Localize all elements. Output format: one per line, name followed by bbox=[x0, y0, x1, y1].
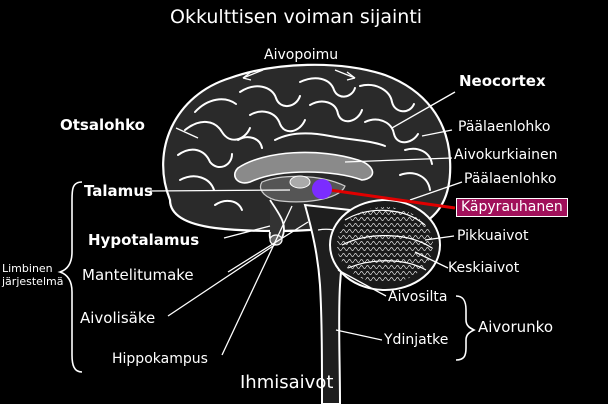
label-limbinen-2: järjestelmä bbox=[2, 275, 64, 288]
footer-caption: Ihmisaivot bbox=[240, 372, 334, 393]
label-kapyrauhanen: Käpyrauhanen bbox=[456, 198, 568, 217]
label-aivorunko: Aivorunko bbox=[478, 318, 553, 336]
brain-outline bbox=[162, 63, 452, 236]
pineal-pointer-line bbox=[329, 188, 456, 210]
label-hypotalamus: Hypotalamus bbox=[88, 231, 200, 249]
label-talamus: Talamus bbox=[84, 182, 153, 200]
label-aivokurkiainen: Aivokurkiainen bbox=[454, 147, 558, 163]
label-aivopoimu: Aivopoimu bbox=[264, 47, 339, 63]
label-limbinen-1: Limbinen bbox=[2, 262, 53, 275]
label-aivosilta: Aivosilta bbox=[388, 289, 448, 305]
brainstem-brace bbox=[455, 295, 476, 361]
label-neocortex: Neocortex bbox=[459, 72, 546, 90]
label-mantelitumake: Mantelitumake bbox=[82, 266, 194, 284]
label-pikkuaivot: Pikkuaivot bbox=[457, 228, 529, 244]
corpus-callosum bbox=[234, 151, 374, 184]
gyri bbox=[177, 77, 433, 211]
label-aivolisake: Aivolisäke bbox=[80, 309, 156, 327]
label-otsalohko: Otsalohko bbox=[60, 116, 145, 134]
leader-lines bbox=[149, 69, 463, 356]
purple-dot-icon bbox=[312, 179, 332, 199]
cerebellum bbox=[329, 199, 441, 291]
limbic-brace bbox=[57, 181, 83, 373]
label-paalaenlohko-2: Päälaenlohko bbox=[464, 171, 557, 187]
page-title: Okkulttisen voiman sijainti bbox=[170, 6, 423, 28]
label-keskiaivot: Keskiaivot bbox=[448, 260, 520, 276]
label-ydinjatke: Ydinjatke bbox=[384, 332, 449, 348]
label-hippokampus: Hippokampus bbox=[112, 351, 208, 367]
label-paalaenlohko-1: Päälaenlohko bbox=[458, 119, 551, 135]
